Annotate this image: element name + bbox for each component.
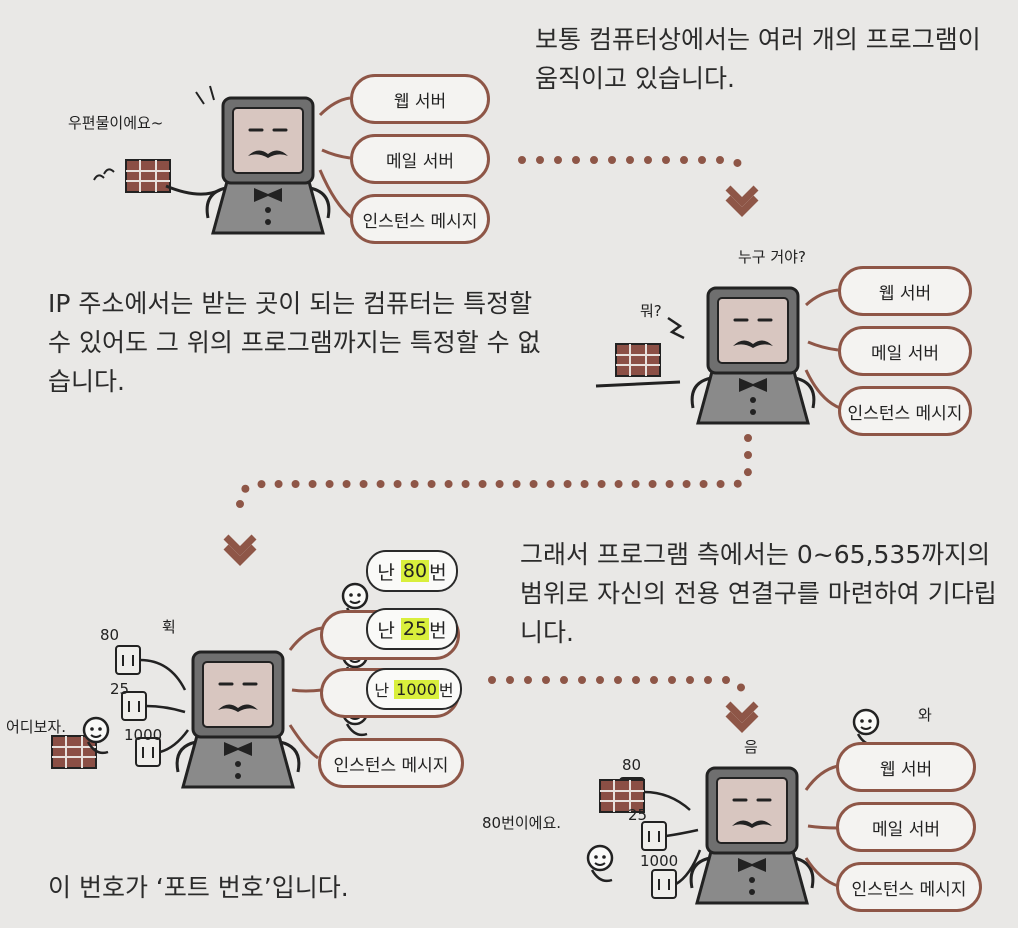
- program-web-server-1: 웹 서버: [350, 74, 490, 124]
- socket-cables-4: [643, 790, 702, 886]
- port-bubble-1000-prefix: 난: [374, 681, 395, 700]
- port-bubble-25-prefix: 난: [377, 619, 401, 642]
- server-character-4: [689, 766, 815, 905]
- flow-arrow-3: [728, 704, 756, 728]
- speech-mail-arrived: 우편물이에요~: [68, 114, 164, 132]
- socket-1000-4: [651, 869, 677, 899]
- speech-where: 어디보자.: [6, 718, 66, 736]
- connector-lines-4: [804, 764, 839, 888]
- port-label-25-3: 25: [110, 680, 130, 698]
- program-instant-message-3-label: 인스턴스 메시지: [333, 755, 449, 776]
- port-bubble-80-suffix: 번: [429, 561, 447, 584]
- speech-what: 뭐?: [640, 302, 662, 320]
- program-instant-message-2-label: 인스턴스 메시지: [847, 403, 963, 424]
- flow-arrow-2: [226, 537, 254, 561]
- connector-lines-3: [288, 626, 323, 760]
- surprise-mark: [667, 316, 685, 340]
- parcel-2: [615, 343, 661, 377]
- port-bubble-80-number: 80: [400, 560, 430, 582]
- program-web-server-2: 웹 서버: [838, 266, 972, 316]
- socket-cables-3: [139, 658, 190, 754]
- program-person-web-4: [852, 708, 880, 747]
- speech-huk: 휙: [162, 618, 176, 636]
- program-instant-message-4-label: 인스턴스 메시지: [851, 879, 967, 900]
- port-label-1000-3: 1000: [124, 726, 163, 744]
- speech-port-80: 80번이에요.: [482, 814, 562, 832]
- program-web-server-1-label: 웹 서버: [393, 91, 447, 112]
- port-label-80-3: 80: [100, 626, 120, 644]
- flow-arrow-1: [728, 188, 756, 212]
- connector-lines-2: [804, 288, 841, 410]
- socket-80-3: [115, 645, 141, 675]
- port-note-text: 그래서 프로그램 측에서는 0~65,535까지의 범위로 자신의 전용 연결구…: [520, 540, 997, 647]
- motion-lines-1: [93, 85, 215, 181]
- port-label-1000-4: 1000: [640, 852, 679, 870]
- conclusion-text: 이 번호가 ‘포트 번호’입니다.: [48, 873, 349, 902]
- program-instant-message-1-label: 인스턴스 메시지: [362, 211, 478, 232]
- program-mail-server-2: 메일 서버: [838, 326, 972, 376]
- program-web-server-4: 웹 서버: [836, 742, 976, 792]
- flow-dots-3: [488, 676, 746, 698]
- speech-eum: 음: [744, 738, 758, 756]
- courier-4: [586, 844, 614, 883]
- port-bubble-1000-number: 1000: [394, 679, 439, 699]
- intro-text: 보통 컴퓨터상에서는 여러 개의 프로그램이 움직이고 있습니다.: [535, 25, 981, 93]
- delivery-arm-2: [595, 380, 681, 388]
- program-mail-server-2-label: 메일 서버: [871, 343, 939, 364]
- program-mail-server-1-label: 메일 서버: [386, 151, 454, 172]
- flow-dots-2: [236, 434, 752, 524]
- port-label-80-4: 80: [622, 756, 642, 774]
- server-character-2: [690, 286, 816, 425]
- flow-dots-1: [518, 156, 746, 180]
- program-web-server-2-label: 웹 서버: [878, 283, 932, 304]
- delivery-arm-1: [165, 184, 221, 196]
- server-character-3: [175, 650, 301, 789]
- port-bubble-1000-suffix: 번: [438, 681, 454, 700]
- speech-wa: 와: [918, 706, 932, 724]
- connector-lines-1: [318, 96, 353, 220]
- port-label-25-4: 25: [628, 806, 648, 824]
- program-instant-message-1: 인스턴스 메시지: [350, 194, 490, 244]
- program-instant-message-3: 인스턴스 메시지: [318, 738, 464, 788]
- ip-note-text: IP 주소에서는 받는 곳이 되는 컴퓨터는 특정할 수 있어도 그 위의 프로…: [48, 289, 541, 396]
- parcel-1: [125, 159, 171, 193]
- port-bubble-25-suffix: 번: [429, 619, 447, 642]
- port-bubble-80-prefix: 난: [377, 561, 401, 584]
- program-mail-server-4: 메일 서버: [836, 802, 976, 852]
- program-instant-message-4: 인스턴스 메시지: [836, 862, 982, 912]
- server-character-1: [205, 96, 331, 235]
- program-mail-server-4-label: 메일 서버: [872, 819, 940, 840]
- port-bubble-25-number: 25: [400, 618, 430, 640]
- program-mail-server-1: 메일 서버: [350, 134, 490, 184]
- program-instant-message-2: 인스턴스 메시지: [838, 386, 972, 436]
- socket-25-4: [641, 821, 667, 851]
- program-web-server-4-label: 웹 서버: [879, 759, 933, 780]
- speech-whose-is-it: 누구 거야?: [738, 248, 806, 266]
